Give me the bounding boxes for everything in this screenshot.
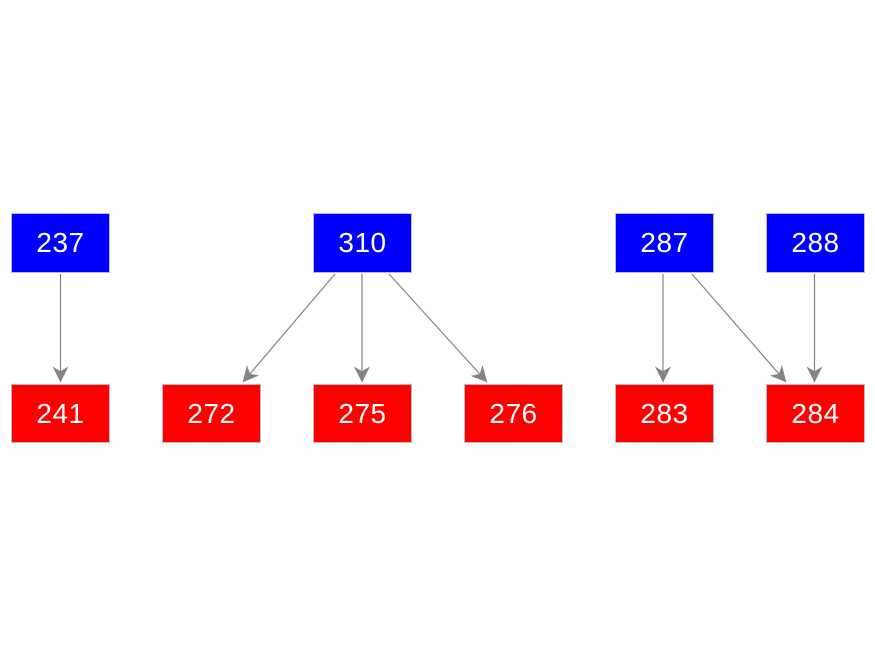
node-label: 276 — [489, 397, 538, 429]
node-label: 275 — [338, 397, 387, 429]
graph-node-310[interactable]: 310 — [313, 213, 412, 273]
graph-node-284[interactable]: 284 — [766, 384, 865, 443]
graph-node-237[interactable]: 237 — [11, 213, 110, 273]
node-label: 241 — [36, 397, 85, 429]
graph-edge-310-276 — [388, 273, 488, 383]
graph-node-275[interactable]: 275 — [313, 384, 412, 443]
node-label: 310 — [338, 227, 387, 258]
graph-node-276[interactable]: 276 — [464, 384, 563, 443]
node-label: 287 — [640, 227, 689, 258]
node-label: 283 — [640, 397, 689, 429]
node-label: 288 — [791, 227, 840, 258]
graph-edge-287-284 — [691, 273, 787, 383]
graph-node-241[interactable]: 241 — [11, 384, 110, 443]
graph-node-288[interactable]: 288 — [766, 213, 865, 273]
graph-node-272[interactable]: 272 — [162, 384, 261, 443]
graph-node-283[interactable]: 283 — [615, 384, 714, 443]
graph-node-287[interactable]: 287 — [615, 213, 714, 273]
node-label: 272 — [187, 397, 236, 429]
node-label: 237 — [36, 227, 85, 258]
node-label: 284 — [791, 397, 840, 429]
graph-edge-310-272 — [242, 273, 336, 383]
